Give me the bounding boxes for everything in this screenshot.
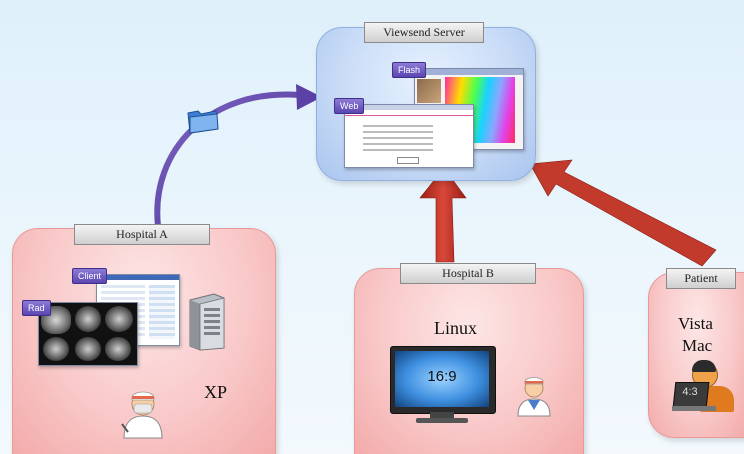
patient-os-line1: Vista (678, 314, 713, 333)
hospital-b-title: Hospital B (400, 263, 536, 284)
hospital-a-title: Hospital A (74, 224, 210, 245)
rad-label: Rad (22, 300, 51, 316)
patient-monitor-ratio: 4:3 (682, 386, 698, 398)
monitor-icon: 16:9 (390, 346, 498, 426)
flash-label: Flash (392, 62, 427, 78)
web-window (344, 104, 474, 168)
laptop-user-icon: 4:3 (672, 360, 738, 416)
hospital-b-monitor-ratio: 16:9 (427, 368, 457, 385)
server-tower-icon (189, 293, 225, 351)
doctor-icon (121, 391, 163, 439)
client-label: Client (72, 268, 108, 284)
arrow-hospital-b (419, 167, 467, 263)
patient-title: Patient (666, 268, 736, 289)
hospital-a-os: XP (204, 382, 228, 402)
web-label: Web (334, 98, 365, 114)
server-title: Viewsend Server (364, 22, 484, 43)
folder-icon (187, 110, 219, 134)
patient-os-line2: Mac (682, 336, 713, 355)
upload-arrow-hospital-a (154, 91, 303, 229)
arrow-patient (529, 159, 717, 267)
upload-arrow-hospital-a-head (296, 84, 322, 110)
doctor-icon-b (517, 377, 551, 417)
hospital-b-os: Linux (434, 318, 477, 338)
rad-window (38, 302, 138, 366)
